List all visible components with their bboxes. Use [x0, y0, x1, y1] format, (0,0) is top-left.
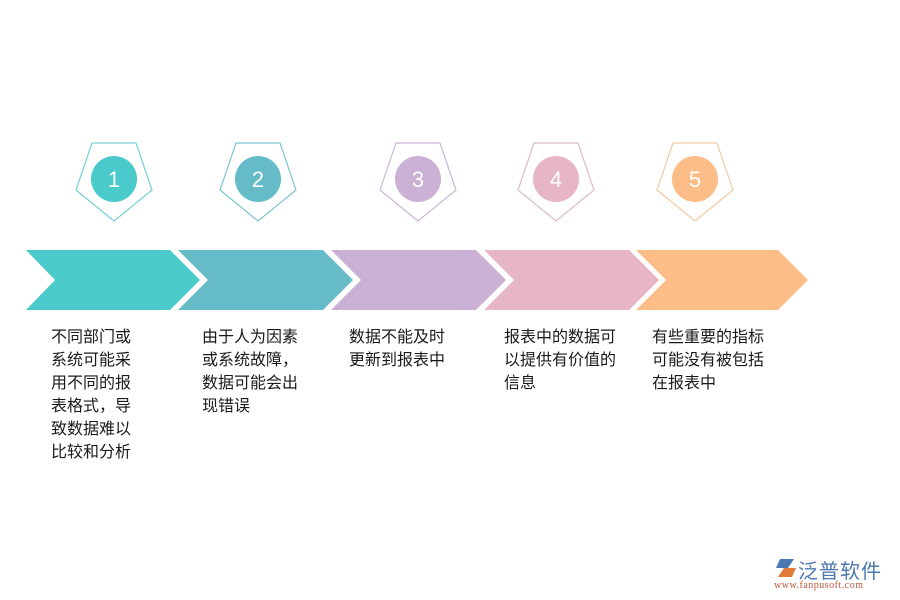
description-line: 有些重要的指标 [652, 327, 765, 346]
description-line: 用不同的报 [51, 373, 132, 392]
step-badge-5: 5 [655, 142, 735, 222]
step-badge-3: 3 [378, 142, 458, 222]
step-number: 5 [688, 167, 702, 192]
description-line: 可能没有被包括 [652, 350, 765, 369]
step-badge-4: 4 [516, 142, 596, 222]
pentagon-icon [219, 142, 297, 222]
pentagon-icon [379, 142, 457, 222]
pentagon-icon [75, 142, 153, 222]
pentagon-icon [656, 142, 734, 222]
description-line: 更新到报表中 [349, 350, 446, 369]
step-badge-1: 1 [74, 142, 154, 222]
step-description-4: 报表中的数据可 以提供有价值的 信息 [504, 325, 616, 394]
description-line: 比较和分析 [51, 442, 132, 461]
description-line: 现错误 [202, 396, 251, 415]
chevron-arrow-4 [484, 250, 659, 310]
description-line: 不同部门或 [51, 327, 132, 346]
brand-name: 泛普软件 [798, 559, 882, 583]
pentagon-icon [517, 142, 595, 222]
fanpu-logo-icon [776, 559, 796, 577]
description-line: 以提供有价值的 [504, 350, 617, 369]
description-line: 报表中的数据可 [504, 327, 617, 346]
chevron-arrow-5 [636, 250, 808, 310]
chevron-arrow-1 [26, 250, 200, 310]
step-description-3: 数据不能及时 更新到报表中 [349, 325, 445, 371]
step-number: 4 [549, 167, 563, 192]
description-line: 数据可能会出 [202, 373, 299, 392]
description-line: 信息 [504, 373, 537, 392]
chevron-arrow-2 [178, 250, 353, 310]
description-line: 在报表中 [652, 373, 717, 392]
step-badge-2: 2 [218, 142, 298, 222]
description-line: 或系统故障， [202, 350, 299, 369]
step-number: 3 [411, 167, 425, 192]
chevron-arrow-3 [331, 250, 506, 310]
step-description-5: 有些重要的指标 可能没有被包括 在报表中 [652, 325, 764, 394]
description-line: 由于人为因素 [202, 327, 299, 346]
description-line: 表格式，导 [51, 396, 132, 415]
description-line: 系统可能采 [51, 350, 132, 369]
step-description-1: 不同部门或 系统可能采 用不同的报 表格式，导 致数据难以 比较和分析 [51, 325, 131, 463]
description-line: 致数据难以 [51, 419, 132, 438]
brand-url: www.fanpusoft.com [774, 580, 864, 591]
description-line: 数据不能及时 [349, 327, 446, 346]
step-number: 2 [251, 167, 265, 192]
step-description-2: 由于人为因素 或系统故障， 数据可能会出 现错误 [202, 325, 298, 417]
step-number: 1 [107, 167, 121, 192]
brand-logo: 泛普软件 www.fanpusoft.com [772, 555, 897, 595]
